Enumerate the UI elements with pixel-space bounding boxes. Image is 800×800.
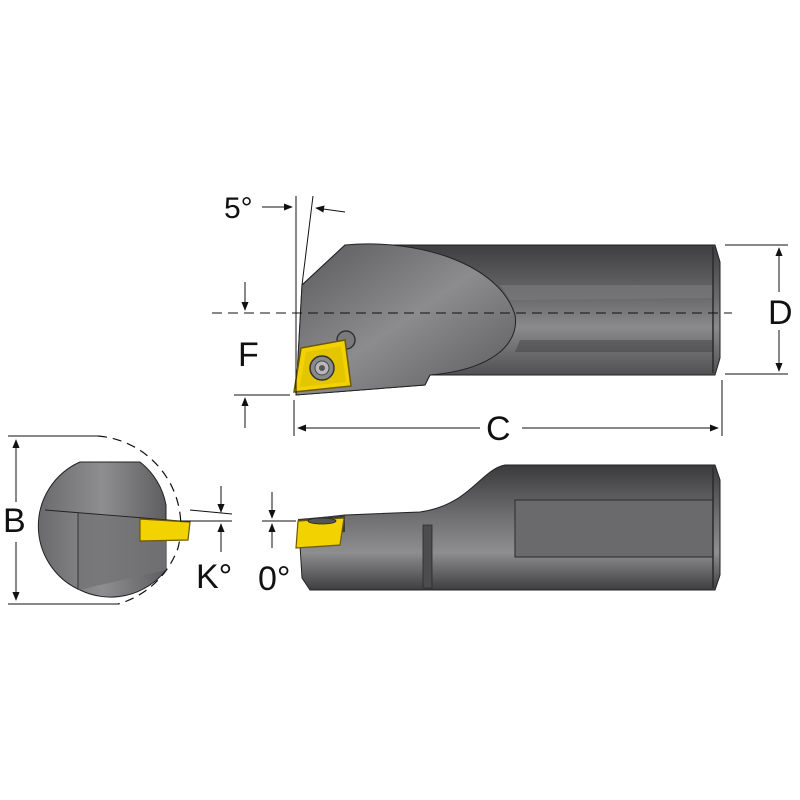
angle-k-label: K° [196,558,232,596]
dimension-b: B [3,435,118,605]
side-flat-recess [514,499,714,558]
side-insert-screw [307,517,337,525]
top-flat-upper [500,285,713,300]
end-envelope-dashed [97,435,182,605]
angle-5-label: 5° [224,192,253,225]
dimension-d: D [725,244,793,375]
side-neck-groove [422,524,433,589]
top-flat-lower [515,340,713,352]
angle-k-dimension: K° [180,486,232,596]
end-insert [139,518,191,542]
end-view [37,435,191,605]
end-rake-line [44,509,181,522]
end-chip-face [45,510,166,590]
angle-0-dimension: 0° [258,492,296,598]
dimension-f-label: F [238,336,259,374]
side-view [295,464,721,591]
angle-5-dimension: 5° [224,192,346,395]
top-head-lobe [295,243,517,396]
dimension-f: F [234,282,290,428]
angle-0-label: 0° [258,560,291,598]
top-view [212,243,732,396]
dimension-b-label: B [3,502,26,540]
dimension-d-label: D [768,294,793,332]
side-shank-body [299,464,721,591]
dimension-c-label: C [486,410,511,448]
dimension-c: C [293,380,723,448]
top-insert [293,339,352,393]
